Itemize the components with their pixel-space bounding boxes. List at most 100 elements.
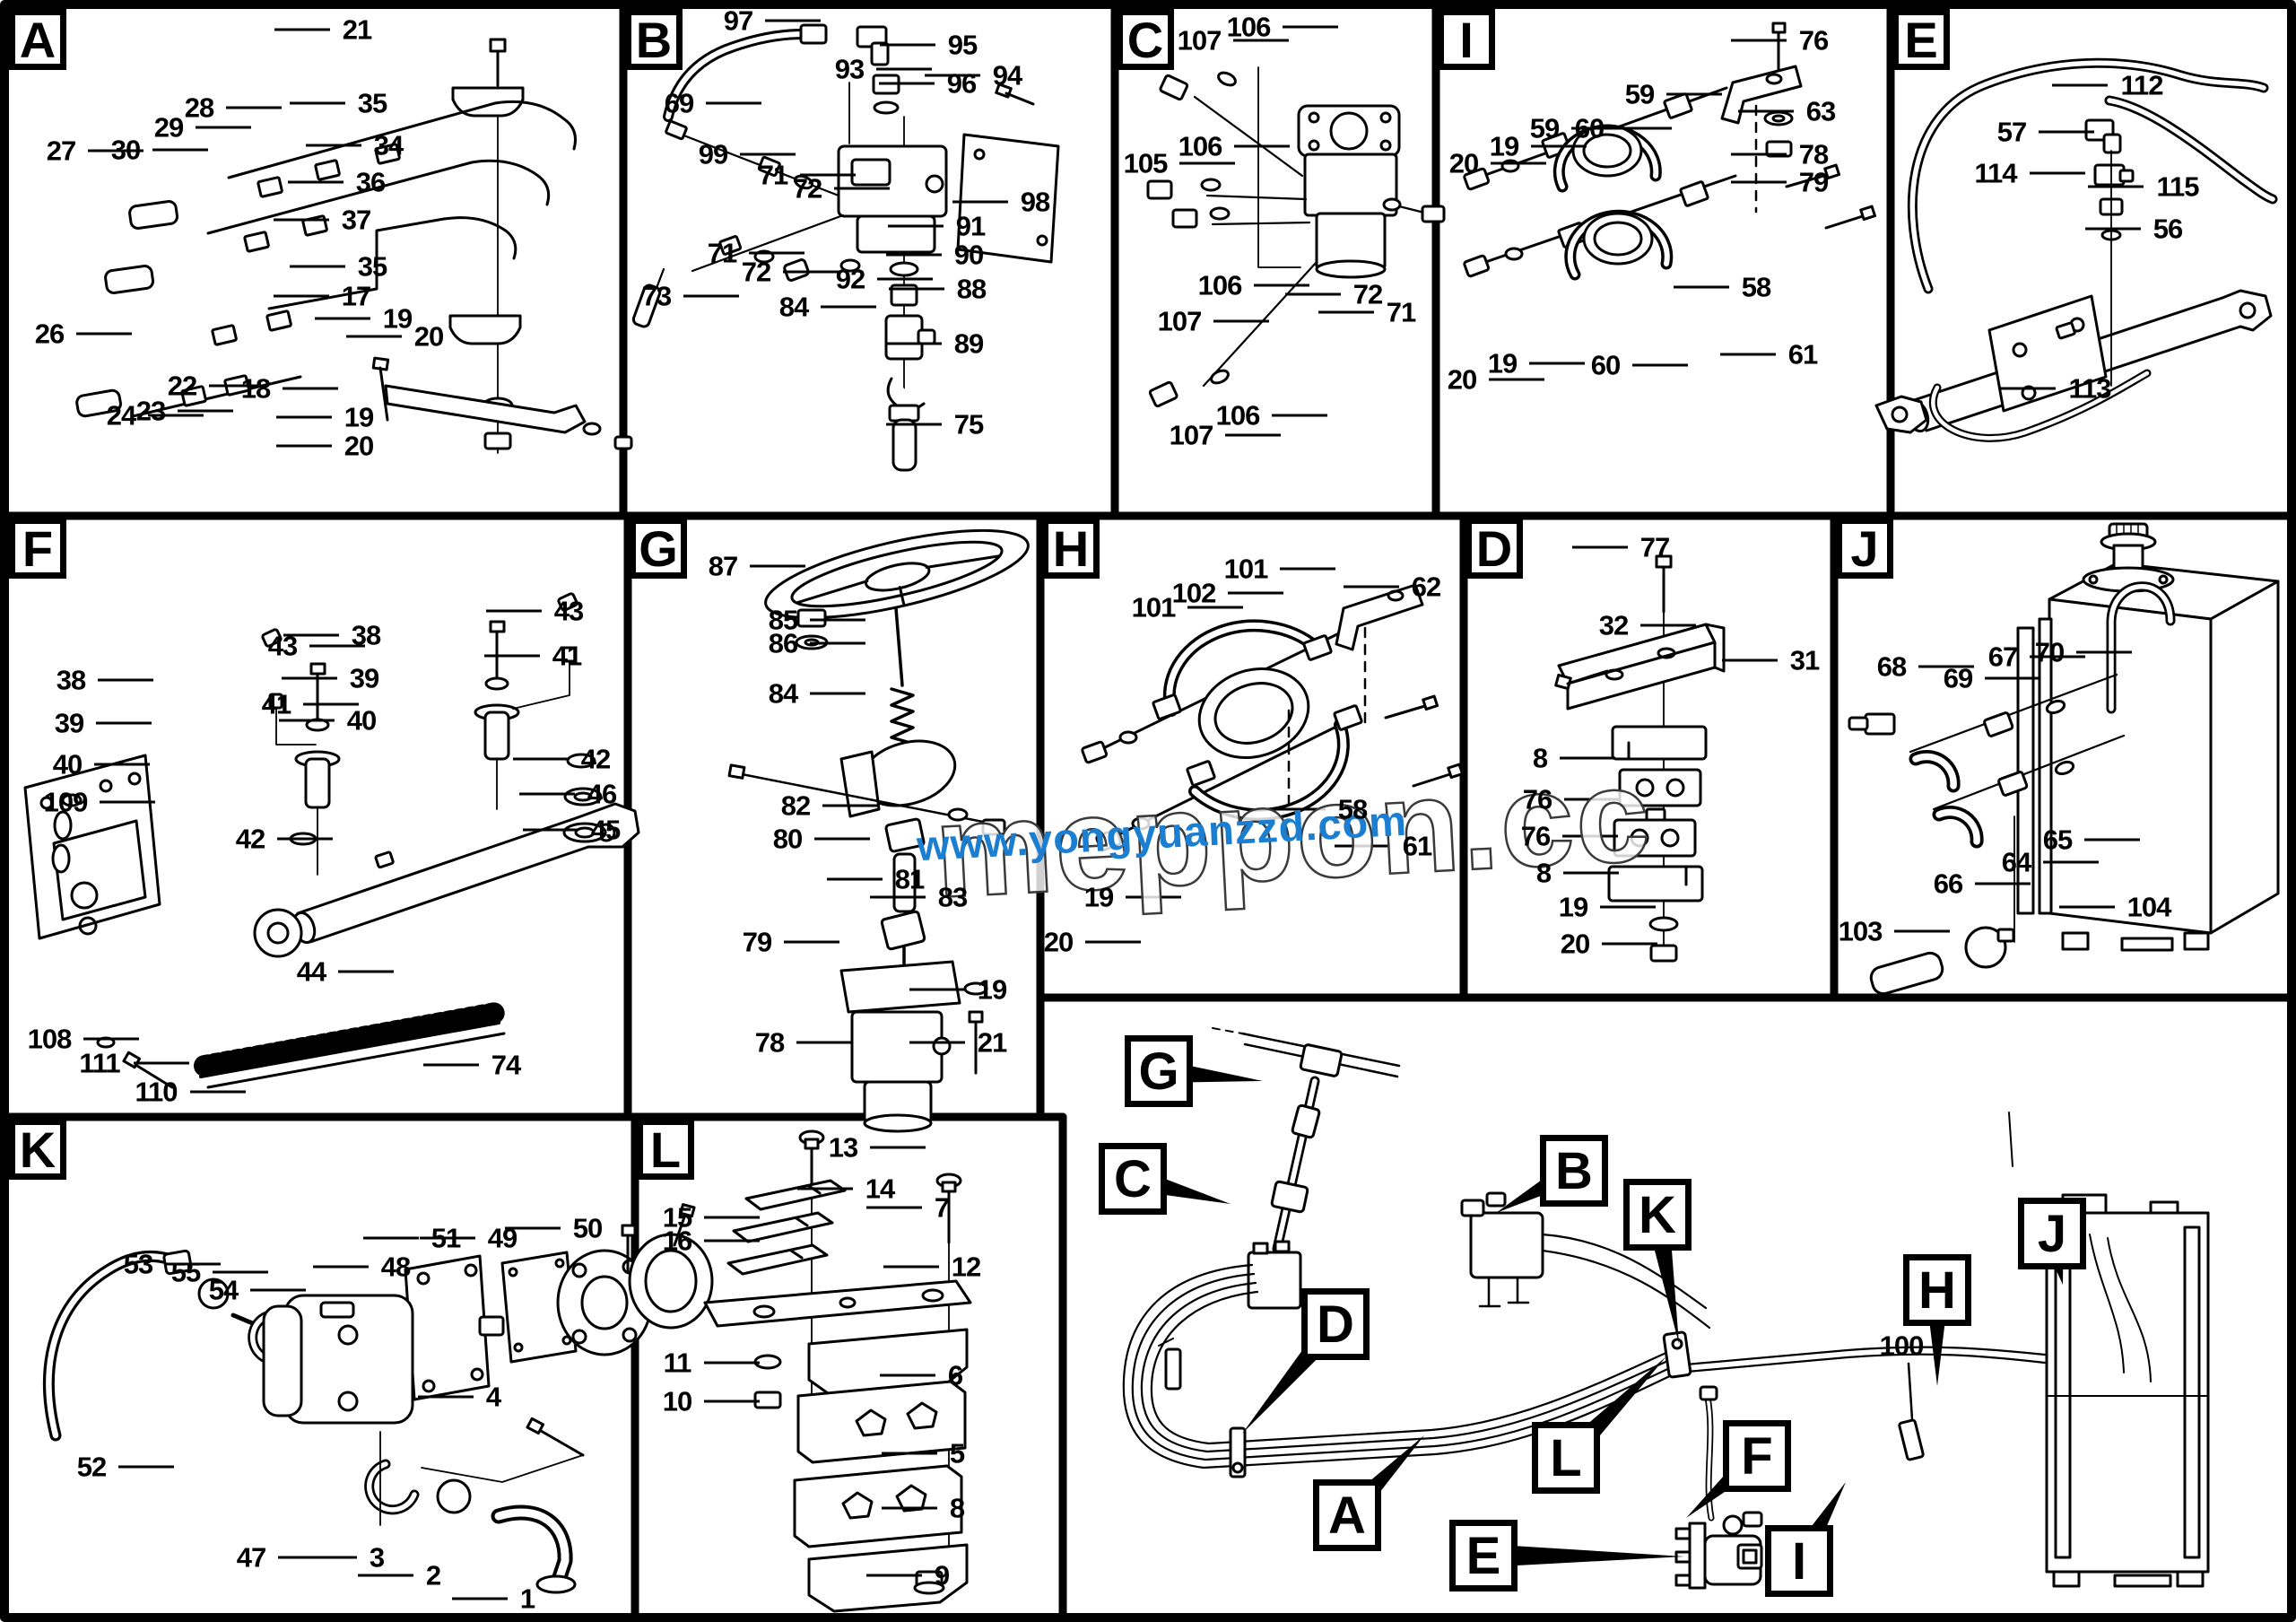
part-label-40: 40 — [346, 704, 377, 737]
part-label-41: 41 — [261, 688, 291, 720]
part-label-108: 108 — [27, 1023, 73, 1055]
art-panel-G — [727, 528, 1030, 1133]
part-label-38: 38 — [56, 664, 86, 696]
part-label-61: 61 — [1402, 830, 1432, 862]
part-label-35: 35 — [357, 250, 387, 283]
panel-letter-F: F — [9, 518, 66, 579]
part-label-20: 20 — [344, 430, 374, 462]
part-label-107: 107 — [1169, 419, 1214, 451]
part-label-50: 50 — [572, 1212, 603, 1244]
part-label-74: 74 — [491, 1049, 521, 1081]
part-label-27: 27 — [46, 135, 76, 167]
art-panel-J — [1848, 522, 2280, 996]
overview-callout-K: K — [1623, 1179, 1692, 1251]
part-label-89: 89 — [953, 327, 984, 360]
part-label-40: 40 — [52, 748, 83, 780]
part-label-39: 39 — [54, 707, 84, 739]
part-label-106: 106 — [1197, 269, 1243, 301]
part-label-107: 107 — [1157, 305, 1203, 337]
part-label-30: 30 — [110, 134, 141, 166]
part-label-61: 61 — [1787, 338, 1818, 371]
part-label-110: 110 — [135, 1076, 178, 1108]
part-label-81: 81 — [894, 863, 925, 895]
part-label-3: 3 — [369, 1541, 385, 1574]
part-label-60: 60 — [1590, 349, 1621, 381]
art-panel-E — [1874, 57, 2278, 442]
part-label-115: 115 — [2156, 170, 2199, 203]
part-label-22: 22 — [167, 370, 197, 402]
part-label-58: 58 — [1741, 271, 1771, 303]
part-label-64: 64 — [2001, 846, 2031, 878]
part-label-83: 83 — [937, 881, 968, 913]
part-label-72: 72 — [741, 256, 771, 288]
part-label-1: 1 — [519, 1583, 535, 1615]
part-label-44: 44 — [296, 955, 326, 988]
overview-callout-A: A — [1313, 1479, 1381, 1551]
part-label-20: 20 — [1043, 926, 1074, 958]
part-label-16: 16 — [662, 1225, 692, 1257]
panel-letter-J: J — [1836, 518, 1893, 579]
part-label-70: 70 — [2034, 636, 2065, 668]
part-label-71: 71 — [758, 159, 788, 191]
part-label-79: 79 — [1798, 166, 1829, 198]
part-label-19: 19 — [1083, 881, 1114, 913]
overview-callout-B: B — [1540, 1135, 1608, 1207]
part-label-55: 55 — [170, 1256, 201, 1288]
part-label-21: 21 — [977, 1026, 1007, 1059]
part-label-20: 20 — [1448, 147, 1479, 179]
art-panel-A — [75, 38, 633, 454]
overview-callout-I: I — [1765, 1525, 1833, 1597]
part-label-111: 111 — [79, 1047, 120, 1079]
panel-letter-B: B — [625, 9, 683, 70]
part-label-29: 29 — [153, 111, 184, 144]
part-label-78: 78 — [754, 1026, 785, 1059]
part-label-103: 103 — [1838, 915, 1883, 947]
part-label-21: 21 — [342, 13, 372, 46]
part-label-19: 19 — [1558, 891, 1588, 923]
part-label-85: 85 — [768, 604, 798, 636]
panel-letter-D: D — [1465, 518, 1523, 579]
part-label-11: 11 — [663, 1347, 692, 1379]
part-label-76: 76 — [1798, 24, 1829, 57]
part-label-71: 71 — [1386, 296, 1416, 328]
part-label-59: 59 — [1624, 78, 1655, 110]
part-label-104: 104 — [2126, 891, 2172, 923]
panel-letter-L: L — [637, 1119, 694, 1180]
part-label-8: 8 — [1532, 742, 1548, 774]
part-label-109: 109 — [43, 786, 89, 818]
part-label-75: 75 — [953, 408, 984, 440]
part-label-7: 7 — [934, 1191, 950, 1224]
panel-letter-C: C — [1117, 9, 1174, 70]
part-label-52: 52 — [76, 1451, 107, 1483]
part-label-28: 28 — [184, 92, 214, 124]
part-label-39: 39 — [349, 662, 379, 694]
part-label-60: 60 — [1574, 112, 1605, 144]
part-label-63: 63 — [1805, 95, 1836, 127]
part-label-31: 31 — [1789, 644, 1820, 676]
part-label-68: 68 — [1876, 650, 1907, 683]
part-label-17: 17 — [341, 280, 371, 312]
part-label-42: 42 — [580, 743, 611, 775]
overview-callout-C: C — [1099, 1143, 1167, 1215]
overview-callout-F: F — [1723, 1420, 1791, 1492]
art-panel-K — [42, 1203, 714, 1594]
part-label-71: 71 — [707, 237, 737, 269]
panel-letter-H: H — [1042, 518, 1100, 579]
part-label-65: 65 — [2042, 824, 2073, 856]
part-label-45: 45 — [590, 814, 621, 846]
part-label-106: 106 — [1215, 399, 1261, 432]
part-label-58: 58 — [1337, 793, 1368, 825]
part-label-46: 46 — [587, 778, 617, 810]
part-label-92: 92 — [835, 263, 865, 295]
part-label-6: 6 — [947, 1359, 963, 1391]
part-label-67: 67 — [1987, 641, 2018, 673]
part-label-48: 48 — [380, 1251, 411, 1283]
part-label-96: 96 — [946, 67, 977, 100]
part-label-20: 20 — [413, 320, 444, 353]
part-label-38: 38 — [351, 619, 381, 651]
part-label-72: 72 — [1352, 278, 1383, 310]
overview-callout-G: G — [1125, 1035, 1193, 1107]
part-label-98: 98 — [1020, 186, 1050, 218]
panel-letter-I: I — [1438, 9, 1495, 70]
